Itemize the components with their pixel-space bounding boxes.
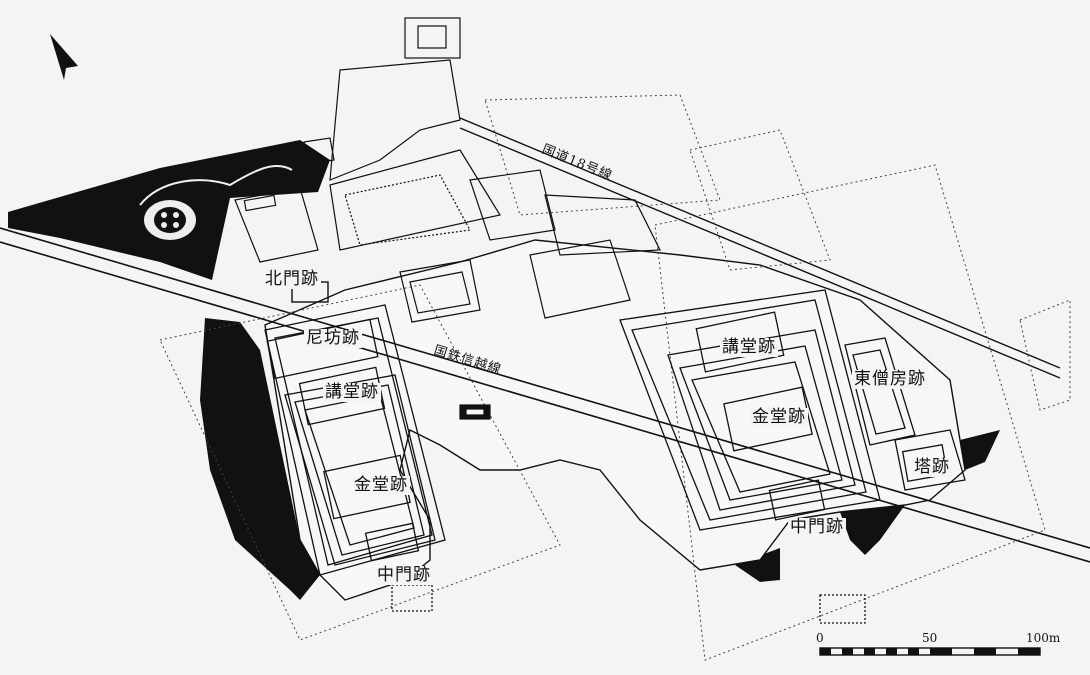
national-route-line (459, 117, 1061, 379)
label-middle-gate-west: 中門跡 (375, 565, 433, 585)
label-golden-hall-west: 金堂跡 (352, 475, 410, 495)
dark-area-east (960, 430, 1000, 470)
label-lecture-hall-east: 講堂跡 (720, 337, 778, 357)
label-pagoda: 塔跡 (912, 457, 952, 477)
dark-area-west (200, 318, 320, 600)
scale-bar (819, 647, 1041, 656)
label-middle-gate-east: 中門跡 (788, 517, 846, 537)
scale-tick-50: 50 (922, 631, 938, 645)
label-lecture-hall-west: 講堂跡 (323, 382, 381, 402)
label-north-gate: 北門跡 (263, 269, 321, 289)
scale-tick-100m: 100m (1026, 631, 1061, 645)
label-golden-hall-east: 金堂跡 (750, 407, 808, 427)
dark-area-south-east (840, 505, 905, 555)
scale-tick-0: 0 (816, 631, 824, 645)
label-east-monks-quarters: 東僧房跡 (852, 369, 928, 389)
site-outline (264, 239, 966, 601)
nw-structures (234, 17, 501, 263)
label-nunnery: 尼坊跡 (304, 328, 362, 348)
dotted-outlines (159, 94, 1071, 661)
railway-line (0, 227, 1090, 563)
north-arrow-icon (50, 34, 78, 80)
central-blocks (399, 169, 661, 420)
garden-path (139, 165, 293, 206)
dark-area-south (735, 548, 780, 582)
pond-feature (144, 200, 196, 240)
